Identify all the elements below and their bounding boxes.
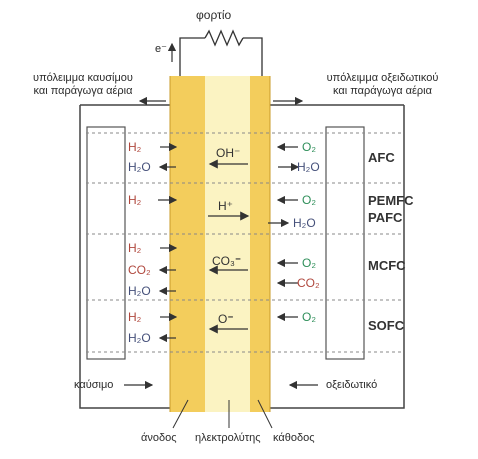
mcfc-ion: CO₃⁼ [212, 254, 242, 268]
afc-anode-h2o: H₂O [128, 160, 151, 174]
anode-layer [170, 76, 205, 412]
sofc-cathode-o2: O₂ [302, 310, 316, 324]
mcfc-anode-h2o: H₂O [128, 284, 151, 298]
cathode-layer [250, 76, 270, 412]
circuit-wire-left [179, 37, 205, 76]
anode-channel-box [86, 126, 126, 360]
oxidant-in-label: οξειδωτικό [326, 379, 378, 391]
electrolyte-layer [205, 76, 250, 412]
cathode-channel-box [325, 126, 365, 360]
load-resistor [204, 29, 244, 47]
afc-cathode-o2: O₂ [302, 140, 316, 154]
anode-label: άνοδος [141, 432, 177, 444]
pafc-label: PAFC [368, 210, 403, 225]
circuit-wire-right [243, 37, 263, 76]
sofc-anode-h2o: H₂O [128, 331, 151, 345]
afc-ion: OH⁻ [216, 146, 241, 160]
sofc-anode-h2: H₂ [128, 310, 142, 324]
oxidant-exhaust-label: υπόλειμμα οξειδωτικού και παράγωγα αέρια [326, 72, 439, 97]
mcfc-label: MCFC [368, 258, 406, 273]
fuel-exhaust-label: υπόλειμμα καυσίμου και παράγωγα αέρια [33, 72, 133, 97]
pemfc-cathode-o2: O₂ [302, 193, 316, 207]
pemfc-cathode-h2o: H₂O [293, 216, 316, 230]
cathode-label: κάθοδος [273, 432, 315, 444]
mcfc-cathode-co2: CO₂ [297, 276, 320, 290]
afc-anode-h2: H₂ [128, 140, 142, 154]
mcfc-anode-h2: H₂ [128, 241, 142, 255]
afc-cathode-h2o: H₂O [297, 160, 320, 174]
mcfc-cathode-o2: O₂ [302, 256, 316, 270]
sofc-label: SOFC [368, 318, 405, 333]
electron-label: e⁻ [155, 43, 167, 55]
electrolyte-label: ηλεκτρολύτης [195, 432, 261, 444]
pemfc-anode-h2: H₂ [128, 193, 142, 207]
pemfc-ion: H⁺ [218, 199, 233, 213]
sofc-ion: O⁼ [218, 312, 234, 326]
fuel-in-label: καύσιμο [74, 379, 114, 391]
afc-label: AFC [368, 150, 395, 165]
pemfc-label: PEMFC [368, 193, 414, 208]
load-label: φορτίο [196, 8, 232, 22]
mcfc-anode-co2: CO₂ [128, 263, 151, 277]
